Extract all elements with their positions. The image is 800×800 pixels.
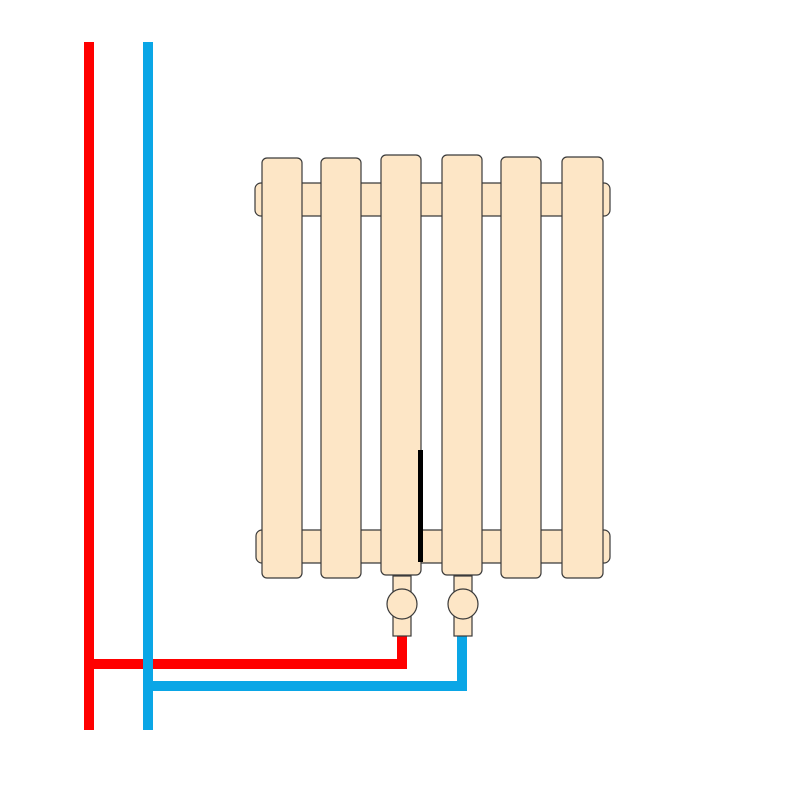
radiator: [254, 154, 611, 579]
radiator-bottom-collector: [255, 529, 611, 564]
radiator-section: [561, 156, 604, 579]
return-pipe-branch: [148, 632, 467, 691]
valve-body: [447, 588, 479, 620]
return-valve: [447, 575, 479, 637]
pipes: [84, 42, 467, 730]
radiator-section: [320, 157, 362, 579]
valves: [386, 575, 479, 637]
radiator-section: [500, 156, 542, 579]
supply-pipe-branch: [89, 632, 407, 669]
valve-body: [386, 588, 418, 620]
radiator-divider: [418, 450, 423, 562]
radiator-section: [380, 154, 422, 576]
radiator-top-collector: [254, 182, 611, 217]
radiator-section: [441, 154, 483, 576]
radiator-section: [261, 157, 303, 579]
supply-valve: [386, 575, 418, 637]
